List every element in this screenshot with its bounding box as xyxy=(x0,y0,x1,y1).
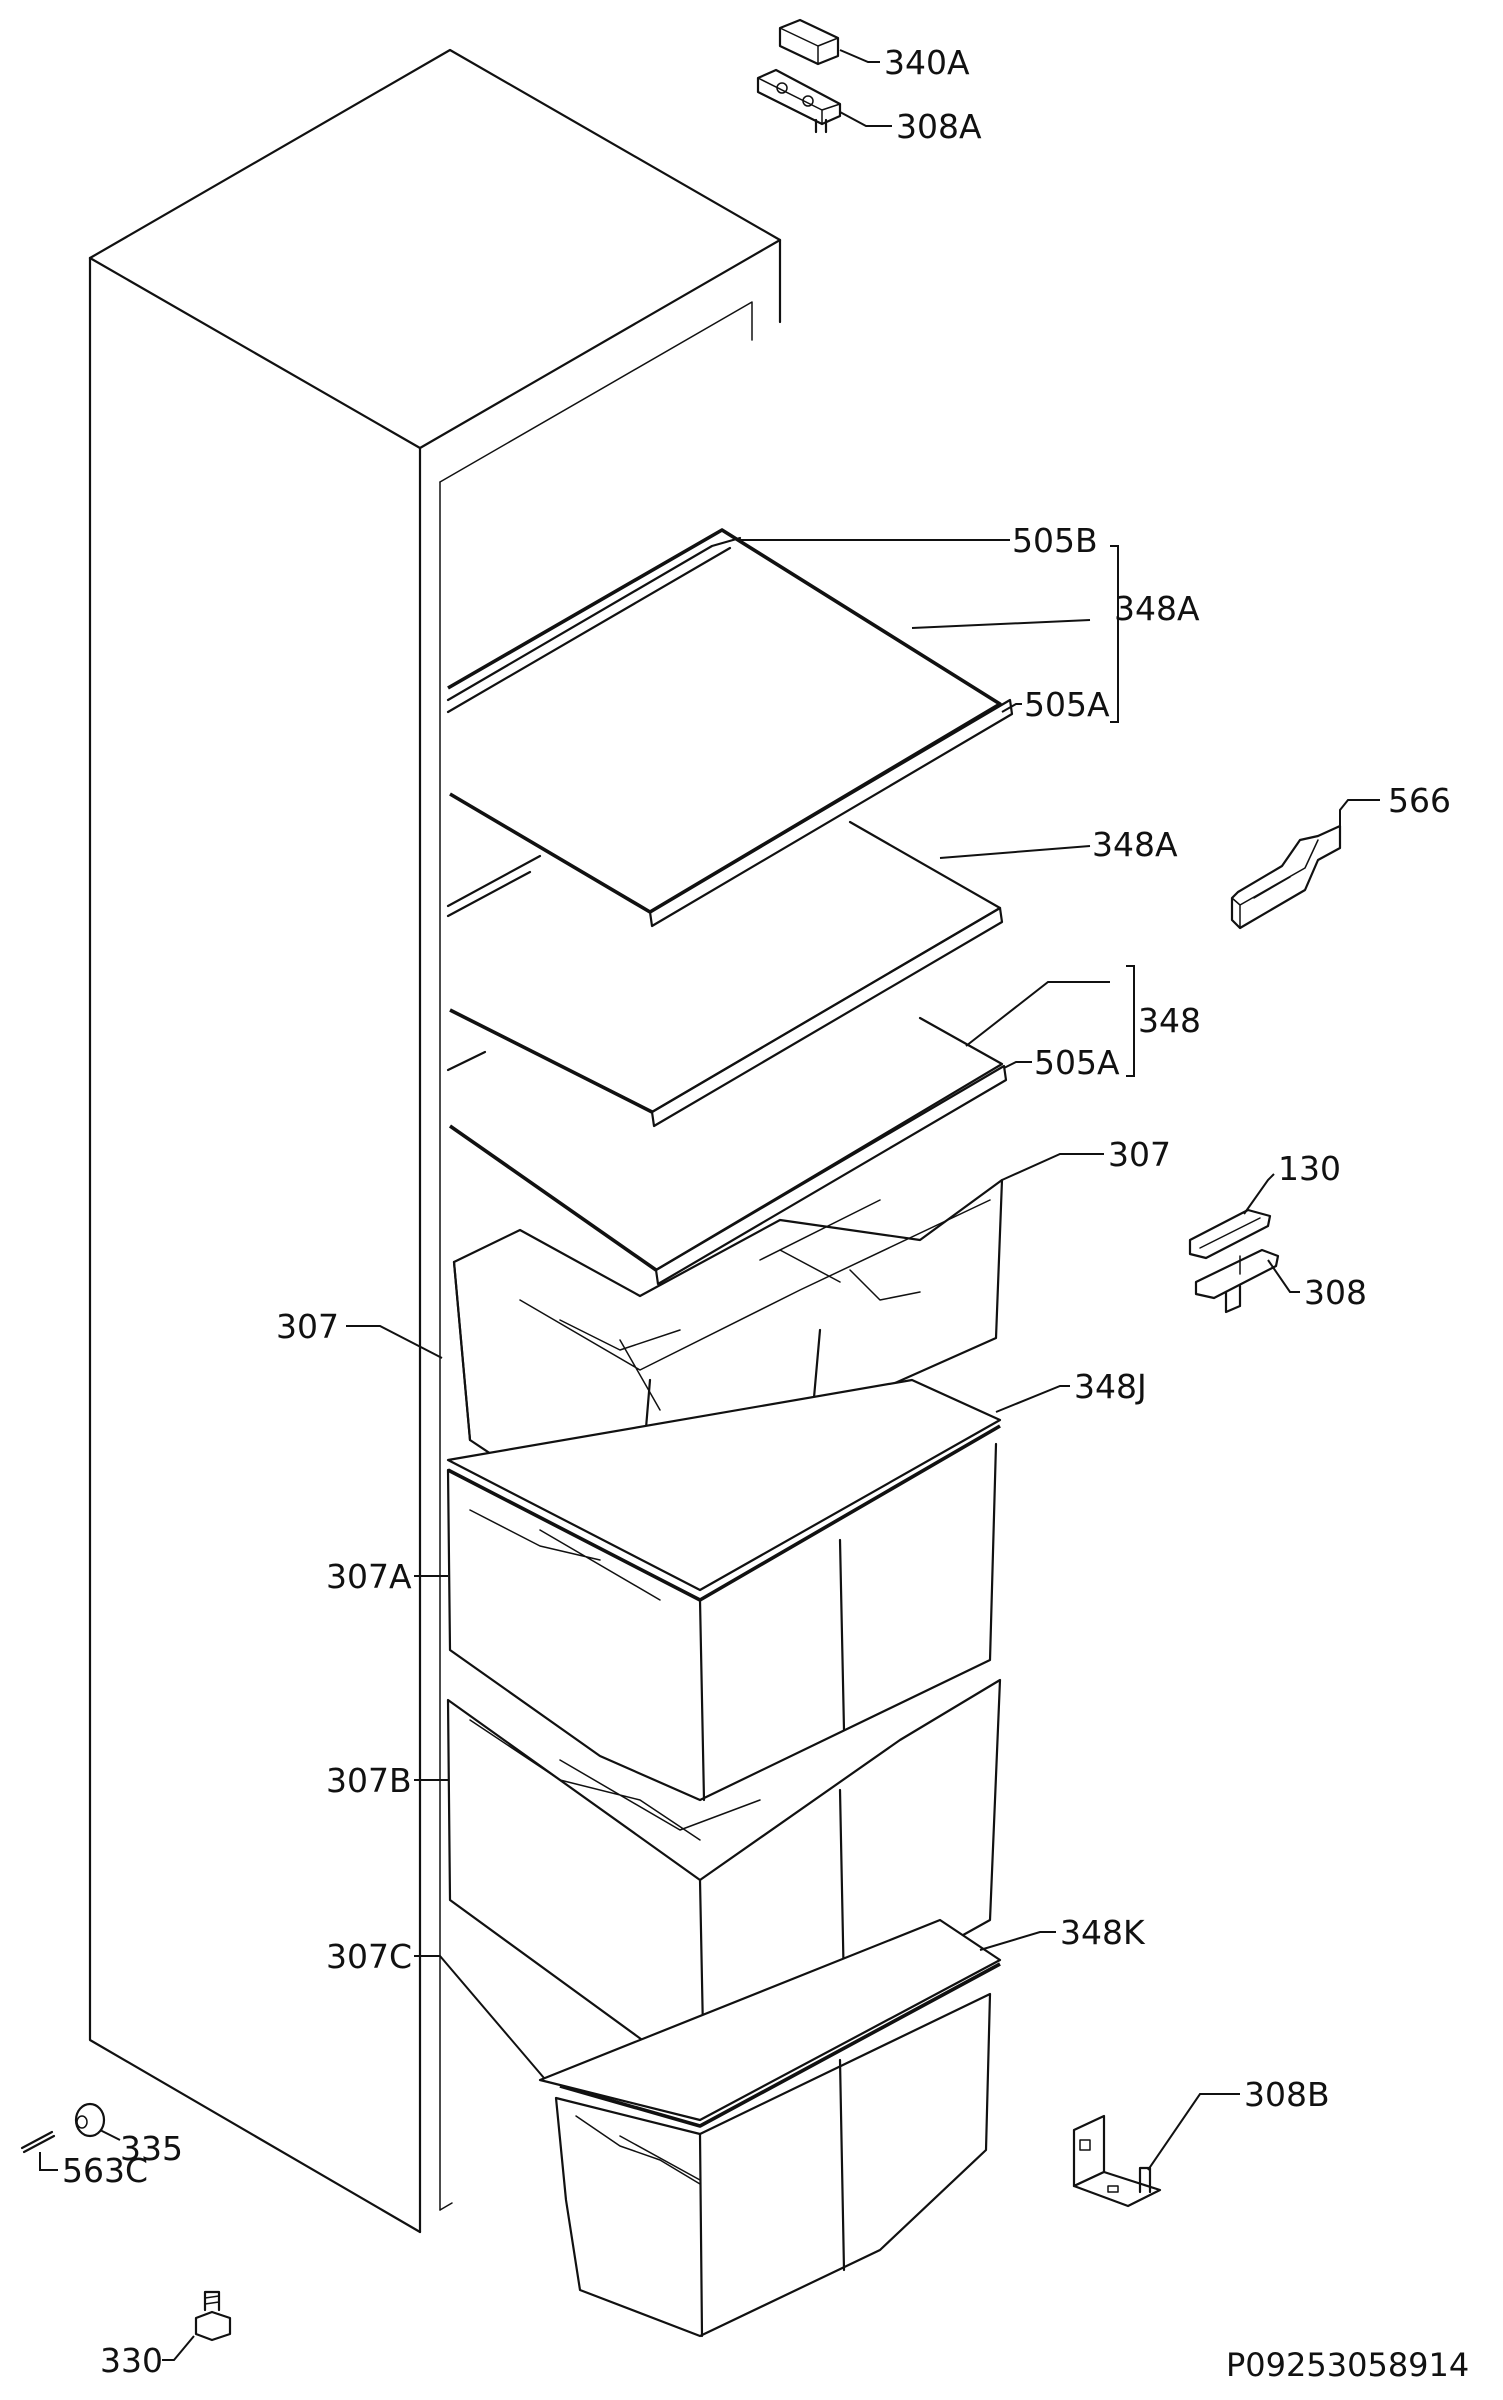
leader-lines xyxy=(39,49,1380,2361)
label-307B: 307B xyxy=(326,1761,412,1800)
label-307C: 307C xyxy=(326,1937,412,1976)
label-505A-lower: 505A xyxy=(1034,1043,1120,1082)
part-labels: 340A 308A 505B 348A 505A 566 348A 348 50… xyxy=(62,43,1451,2380)
glass-shelf-348A-top xyxy=(446,528,1014,928)
label-505A-upper: 505A xyxy=(1024,685,1110,724)
label-348: 348 xyxy=(1138,1001,1201,1040)
label-335: 335 xyxy=(120,2129,183,2168)
label-330: 330 xyxy=(100,2341,163,2380)
label-348J: 348J xyxy=(1074,1367,1147,1406)
label-505B: 505B xyxy=(1012,521,1098,560)
hinge-308B xyxy=(1072,2114,1162,2208)
glass-shelf-348A-middle xyxy=(446,820,1004,1128)
pin-563C xyxy=(20,2130,56,2154)
label-307A: 307A xyxy=(326,1557,412,1596)
glass-shelf-348 xyxy=(446,1016,1008,1286)
label-308B: 308B xyxy=(1244,2075,1330,2114)
label-348K: 348K xyxy=(1060,1913,1146,1952)
label-307-right: 307 xyxy=(1108,1135,1171,1174)
part-566 xyxy=(1230,824,1342,930)
part-335 xyxy=(74,2102,106,2138)
label-340A: 340A xyxy=(884,43,970,82)
label-307-left: 307 xyxy=(276,1307,339,1346)
label-566: 566 xyxy=(1388,781,1451,820)
label-348A-middle: 348A xyxy=(1092,825,1178,864)
label-348A-upper: 348A xyxy=(1114,589,1200,628)
drawer-307A xyxy=(446,1442,998,1802)
label-308: 308 xyxy=(1304,1273,1367,1312)
hinge-cover-340A xyxy=(778,18,840,66)
document-number: P09253058914 xyxy=(1226,2346,1469,2384)
hinge-308A xyxy=(756,68,842,134)
label-308A-top: 308A xyxy=(896,107,982,146)
drawer-307C xyxy=(554,1992,992,2338)
label-563C: 563C xyxy=(62,2151,148,2190)
label-130: 130 xyxy=(1278,1149,1341,1188)
cabinet xyxy=(88,48,782,2234)
glass-shelf-348K xyxy=(538,1918,1002,2128)
hinge-130-308 xyxy=(1188,1208,1280,1314)
foot-330 xyxy=(194,2290,232,2342)
